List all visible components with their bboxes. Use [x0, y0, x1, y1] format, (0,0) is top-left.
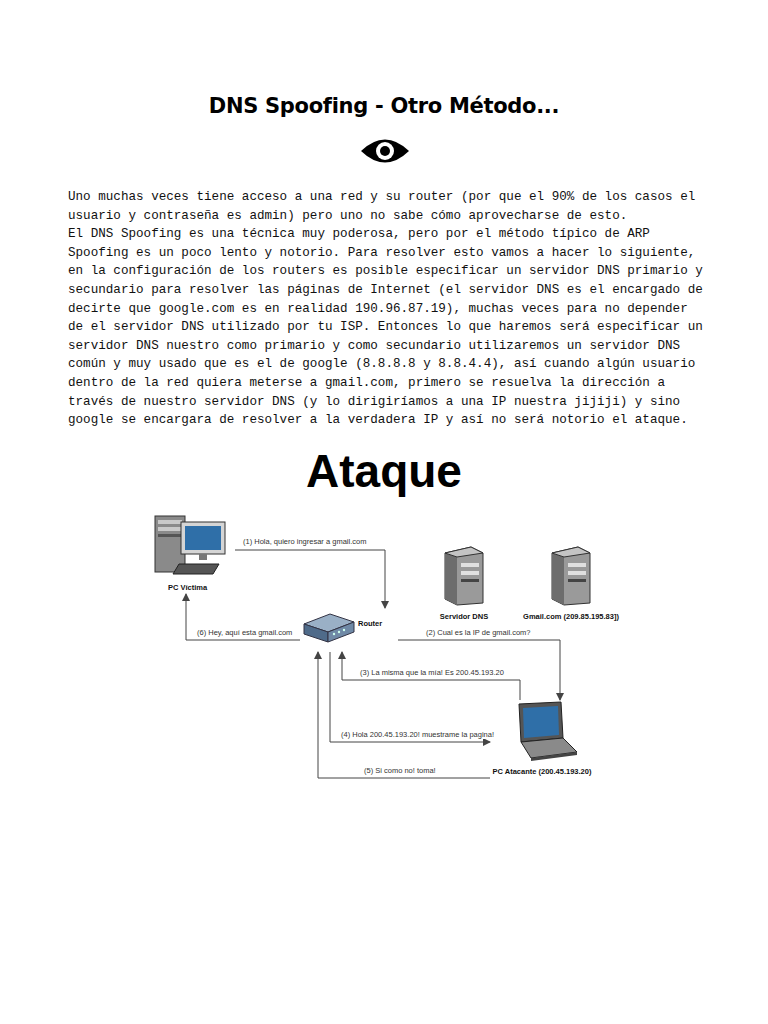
- server-icon: [544, 545, 598, 611]
- message-connector: [330, 652, 490, 742]
- laptop-icon: [505, 700, 579, 766]
- message-label: (1) Hola, quiero ingresar a gmail.com: [241, 537, 368, 546]
- node-label: Router: [356, 618, 384, 630]
- server-node: Gmail.com (209.85.195.83]): [512, 545, 630, 623]
- text-body: Uno muchas veces tiene acceso a una red …: [68, 188, 710, 430]
- laptop-node: PC Atacante (200.45.193.20): [490, 700, 594, 778]
- message-label: (4) Hola 200.45.193.20! muestrame la pag…: [339, 730, 496, 739]
- paragraph: El DNS Spoofing es una técnica muy poder…: [68, 225, 710, 430]
- pc-icon: [145, 512, 231, 582]
- node-label: PC Víctima: [166, 582, 209, 594]
- node-label: Gmail.com (209.85.195.83]): [521, 611, 621, 623]
- message-connector: [342, 652, 520, 700]
- router-node: Router: [300, 608, 398, 652]
- paragraph: Uno muchas veces tiene acceso a una red …: [68, 188, 710, 225]
- message-connector: [186, 594, 300, 640]
- node-label: PC Atacante (200.45.193.20): [491, 766, 594, 778]
- message-label: (6) Hey, aquí esta gmail.com: [195, 628, 294, 637]
- section-heading: Ataque: [0, 444, 768, 498]
- pc-icon-node: PC Víctima: [140, 512, 235, 594]
- eye-icon: [359, 134, 411, 168]
- server-node: Servidor DNS: [420, 545, 508, 623]
- page-title: DNS Spoofing - Otro Método...: [0, 94, 768, 118]
- router-icon: [300, 608, 356, 652]
- server-icon: [437, 545, 491, 611]
- message-connector: [235, 550, 385, 608]
- message-label: (2) Cual es la IP de gmail.com?: [424, 628, 533, 637]
- message-label: (3) La misma que la mía! Es 200.45.193.2…: [358, 668, 506, 677]
- message-label: (5) Si como no! toma!: [362, 766, 438, 775]
- node-label: Servidor DNS: [438, 611, 490, 623]
